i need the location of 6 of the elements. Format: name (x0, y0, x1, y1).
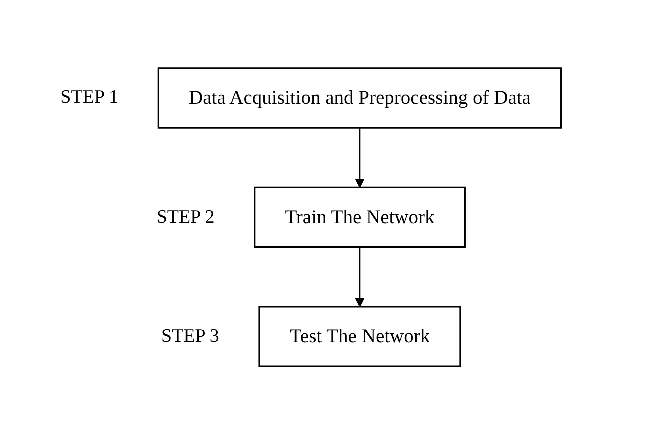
step-label: STEP 3 (162, 326, 220, 348)
step-label: STEP 1 (60, 87, 119, 110)
box-label: Data Acquisition and Preprocessing of Data (189, 86, 531, 111)
box-label: Test The Network (290, 324, 430, 350)
box-label: Train The Network (285, 205, 435, 230)
step-label: STEP 2 (156, 206, 215, 228)
